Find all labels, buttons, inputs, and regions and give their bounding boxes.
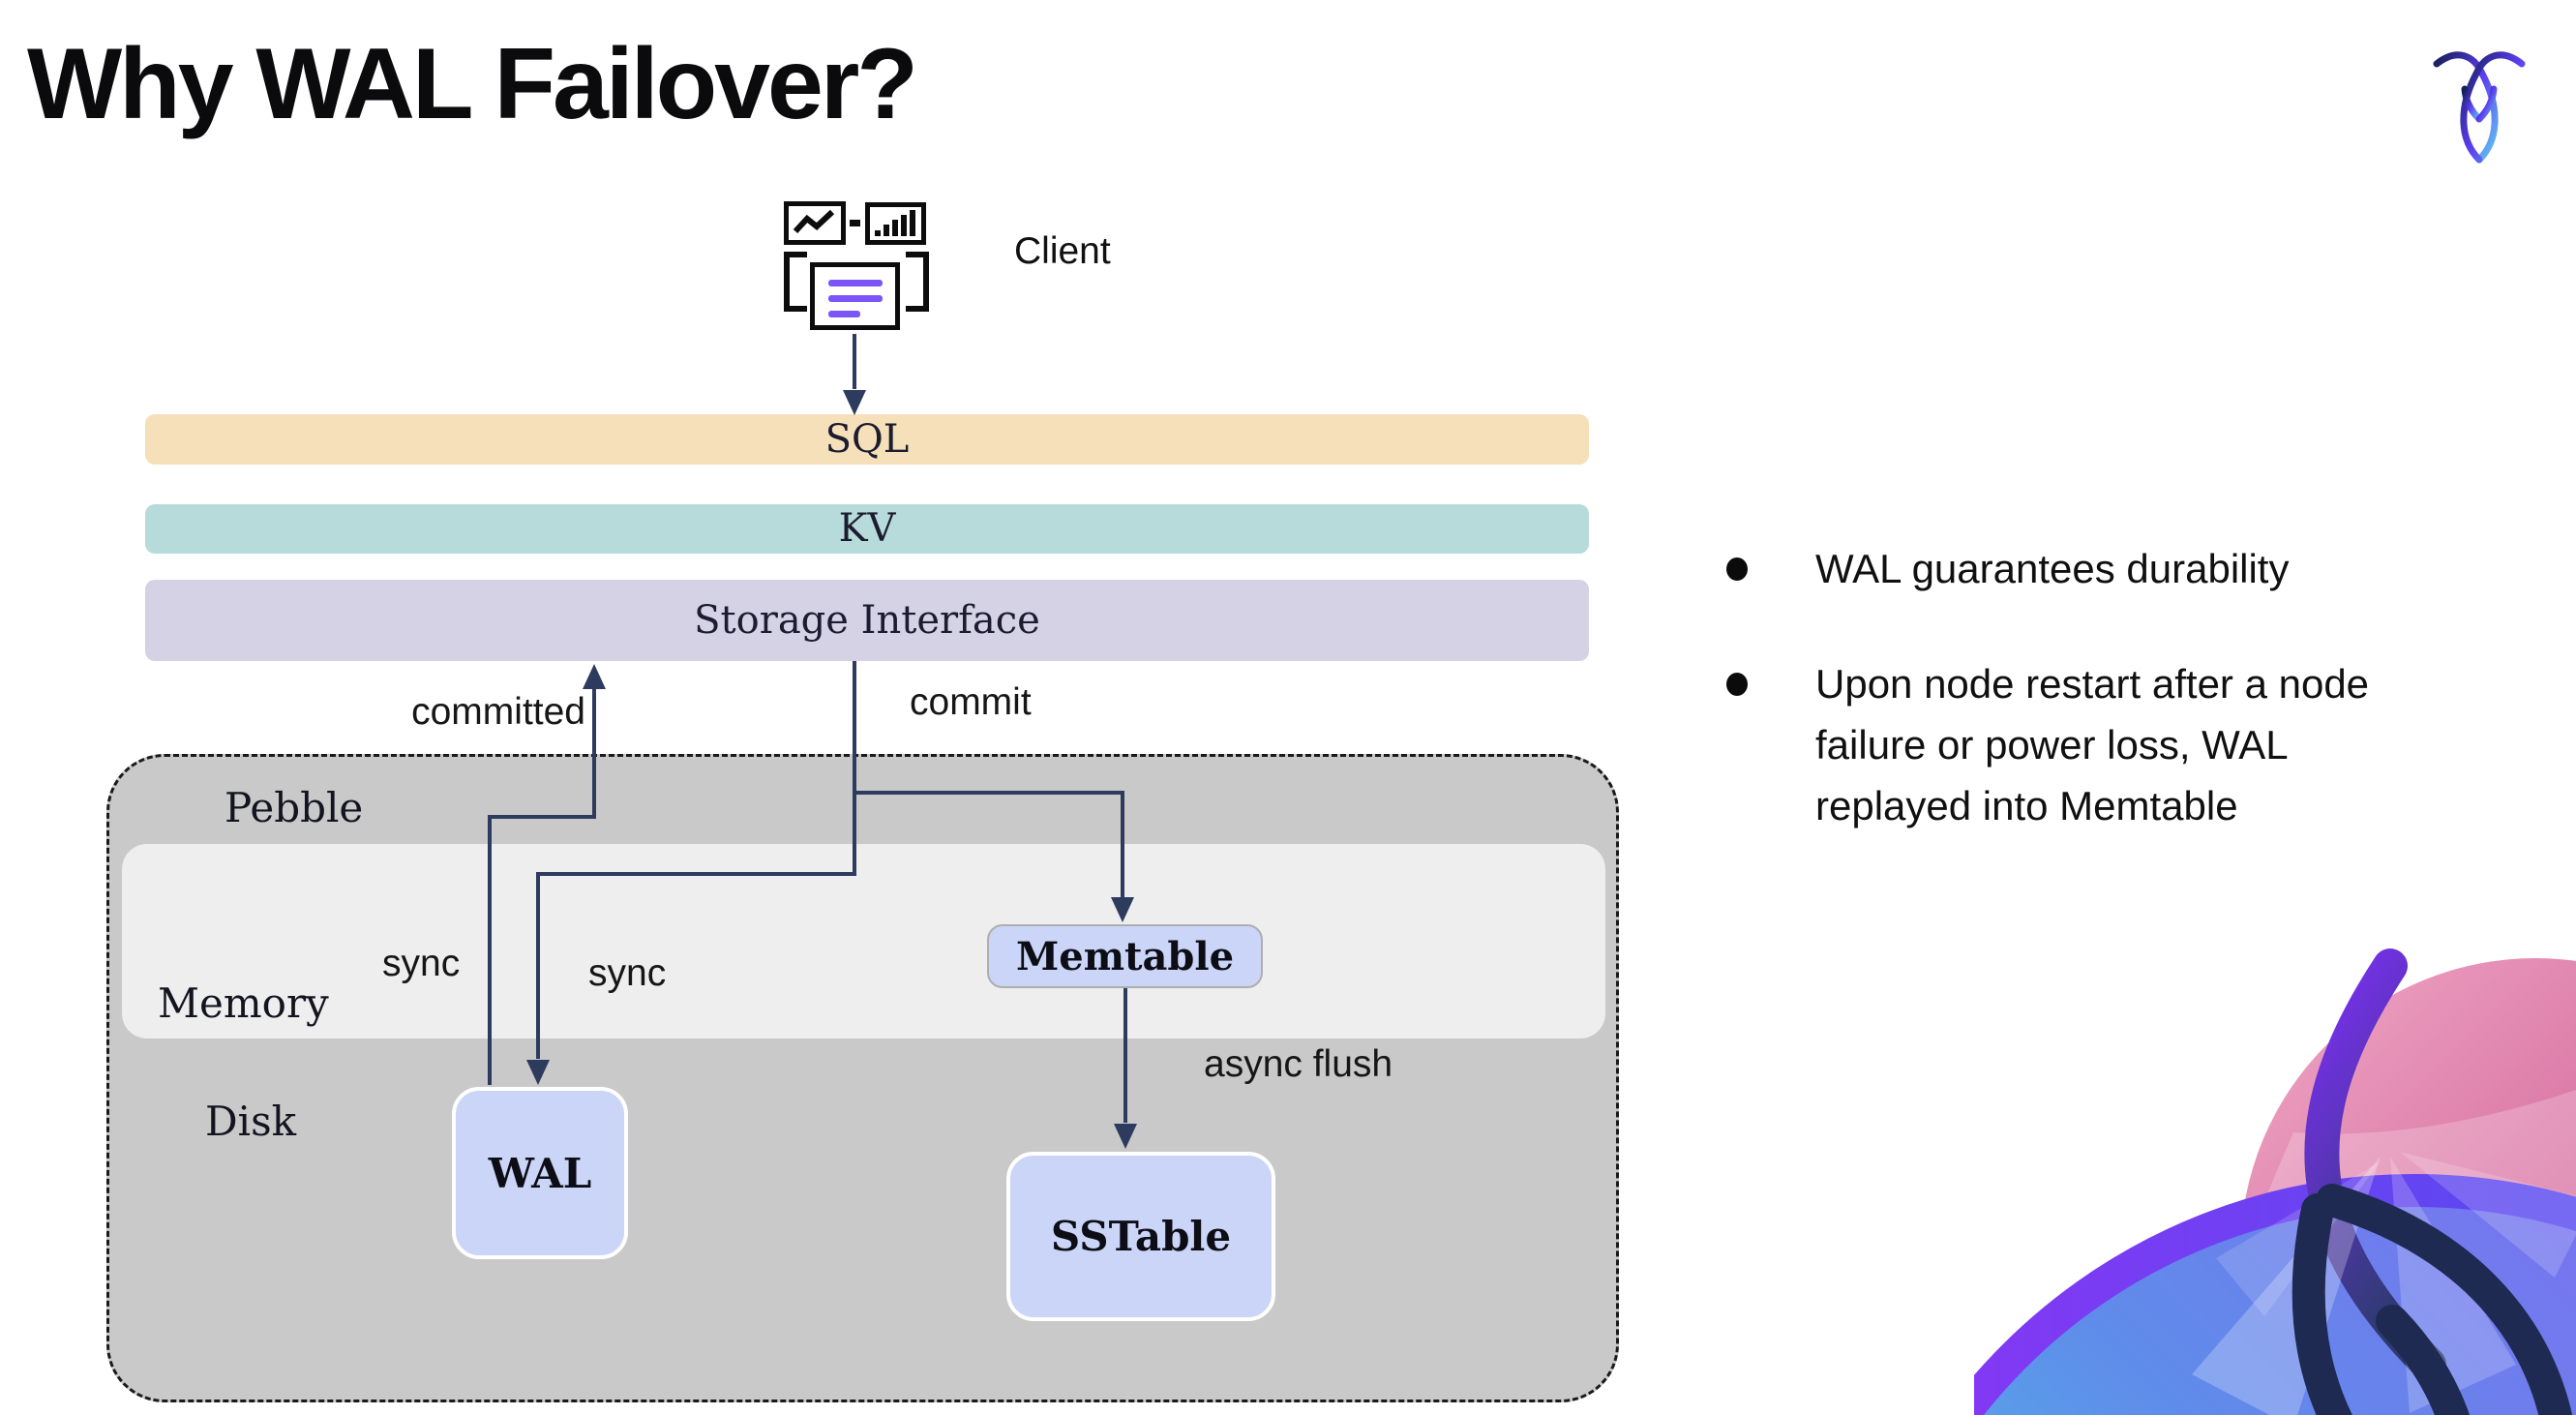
left-bracket-icon [784,252,807,312]
bullet-text: Upon node restart after a node failure o… [1815,661,2370,828]
edge-label-committed: committed [411,691,585,733]
edge-label-sync-up: sync [382,943,461,984]
page-title: Why WAL Failover? [27,28,918,140]
list-item: Upon node restart after a node failure o… [1715,653,2566,836]
edge-label-async-flush: async flush [1204,1043,1393,1085]
bullet-text: WAL guarantees durability [1815,546,2290,591]
disk-label: Disk [205,1098,297,1145]
layer-kv: KV [145,504,1589,554]
client-label: Client [1014,230,1111,272]
edge-label-sync-down: sync [588,952,667,994]
bullet-dot-icon [1726,557,1748,581]
pebble-label: Pebble [225,784,364,831]
brand-art [1974,948,2576,1415]
memory-band [122,844,1605,1039]
bullet-dot-icon [1726,673,1748,696]
memory-label: Memory [158,979,329,1027]
memtable-box: Memtable [987,924,1263,988]
dash-connector-icon [850,220,860,226]
edge-label-commit: commit [910,681,1032,723]
sstable-box: SSTable [1006,1152,1275,1321]
cockroachdb-logo [2433,51,2526,164]
client-icon [784,201,929,333]
bullet-list: WAL guarantees durability Upon node rest… [1715,538,2566,836]
client-chart-monitor-icon [784,201,846,245]
layer-sql: SQL [145,414,1589,465]
layer-storage-interface: Storage Interface [145,580,1589,661]
client-document-icon [810,262,900,330]
right-bracket-icon [906,252,929,312]
list-item: WAL guarantees durability [1715,538,2566,599]
wal-box: WAL [452,1087,628,1259]
client-bars-monitor-icon [865,202,926,245]
